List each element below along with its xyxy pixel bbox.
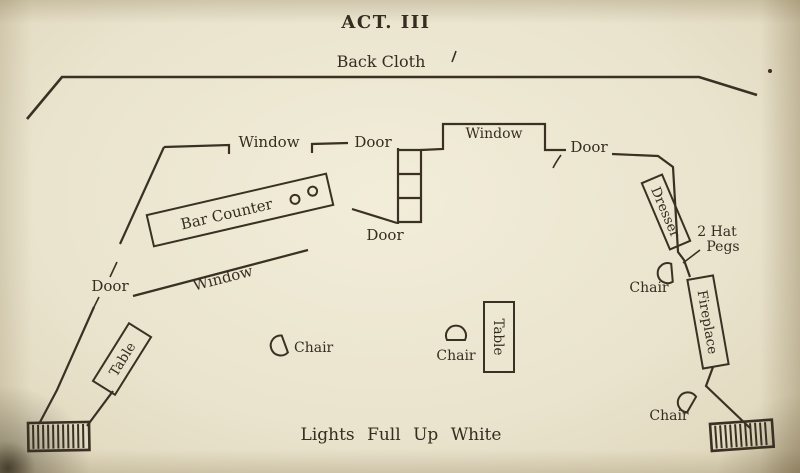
- lights-caption: Lights Full Up White: [301, 425, 502, 445]
- bar-counter-label: Bar Counter: [179, 195, 275, 234]
- table-left: Table: [91, 321, 153, 397]
- chair-left: [269, 334, 290, 357]
- chair-bottom-right-label: Chair: [649, 408, 689, 424]
- table-left-outline: [91, 321, 153, 397]
- steps-bottom-right: [708, 418, 776, 453]
- door-left-jamb-1: [109, 261, 118, 278]
- wall-left-steps-side: [86, 390, 114, 427]
- chair-right-label: Chair: [629, 280, 669, 296]
- bar-counter-outline: [145, 172, 335, 248]
- door-right-jamb-tick: [552, 154, 562, 169]
- steps-right-outline: [708, 418, 776, 453]
- steps-left-outline: [26, 420, 91, 453]
- wall-left-lower: [38, 306, 96, 425]
- chair-right-symbol: [656, 262, 674, 285]
- door-left-label: Door: [91, 277, 129, 295]
- dresser-outline: [640, 173, 692, 251]
- steps-bottom-left: [26, 420, 91, 453]
- act-title: ACT. III: [340, 12, 430, 33]
- fireplace: Fireplace: [686, 274, 730, 370]
- window-left-label: Window: [191, 262, 255, 295]
- wall-top-left-2: [310, 141, 349, 153]
- hat-pegs-label-2: Pegs: [706, 239, 739, 255]
- wall-top-left: [163, 143, 231, 154]
- wall-top-center-window: [420, 122, 566, 152]
- chair-right: [656, 262, 674, 285]
- wall-left-upper: [118, 146, 166, 245]
- bar-counter-tap-2: [307, 185, 319, 197]
- wall-right-upper: [611, 152, 692, 278]
- chair-center-label: Chair: [436, 348, 476, 364]
- bar-counter-tap-1: [289, 193, 301, 205]
- chair-left-label: Chair: [294, 340, 334, 356]
- window-left-wall: [132, 248, 309, 298]
- ink-speck: [451, 50, 457, 63]
- back-cloth-line: [26, 75, 758, 120]
- hat-pegs-label-1: 2 Hat: [697, 224, 737, 240]
- wall-right-lower: [704, 366, 751, 429]
- hat-pegs-pointer: [682, 249, 701, 264]
- table-center: Table: [483, 301, 515, 373]
- door-center-label: Door: [366, 226, 404, 244]
- bar-counter: Bar Counter: [145, 172, 335, 248]
- steps-right-hatch: [714, 422, 768, 449]
- steps-outline: [396, 148, 423, 224]
- chair-left-symbol: [269, 334, 290, 357]
- door-swing-center: [351, 207, 398, 225]
- door-top-label: Door: [354, 133, 392, 151]
- window-left-label-group: Window: [191, 262, 255, 295]
- table-center-label: Table: [490, 319, 506, 356]
- chair-center-symbol: [445, 324, 467, 341]
- ink-dot: [768, 69, 772, 73]
- door-top-right-label: Door: [570, 138, 608, 156]
- window-top-left-label: Window: [238, 133, 299, 151]
- fireplace-outline: [686, 274, 730, 370]
- table-center-outline: [483, 301, 515, 373]
- table-left-label: Table: [106, 340, 139, 380]
- window-top-center-label: Window: [465, 126, 522, 142]
- chair-bottom-right-symbol: [676, 391, 698, 414]
- steps-left-hatch: [32, 424, 85, 449]
- back-cloth-label: Back Cloth: [337, 52, 426, 71]
- chair-center: [445, 324, 467, 341]
- dresser: Dresser: [640, 173, 692, 251]
- chair-bottom-right: [676, 391, 698, 414]
